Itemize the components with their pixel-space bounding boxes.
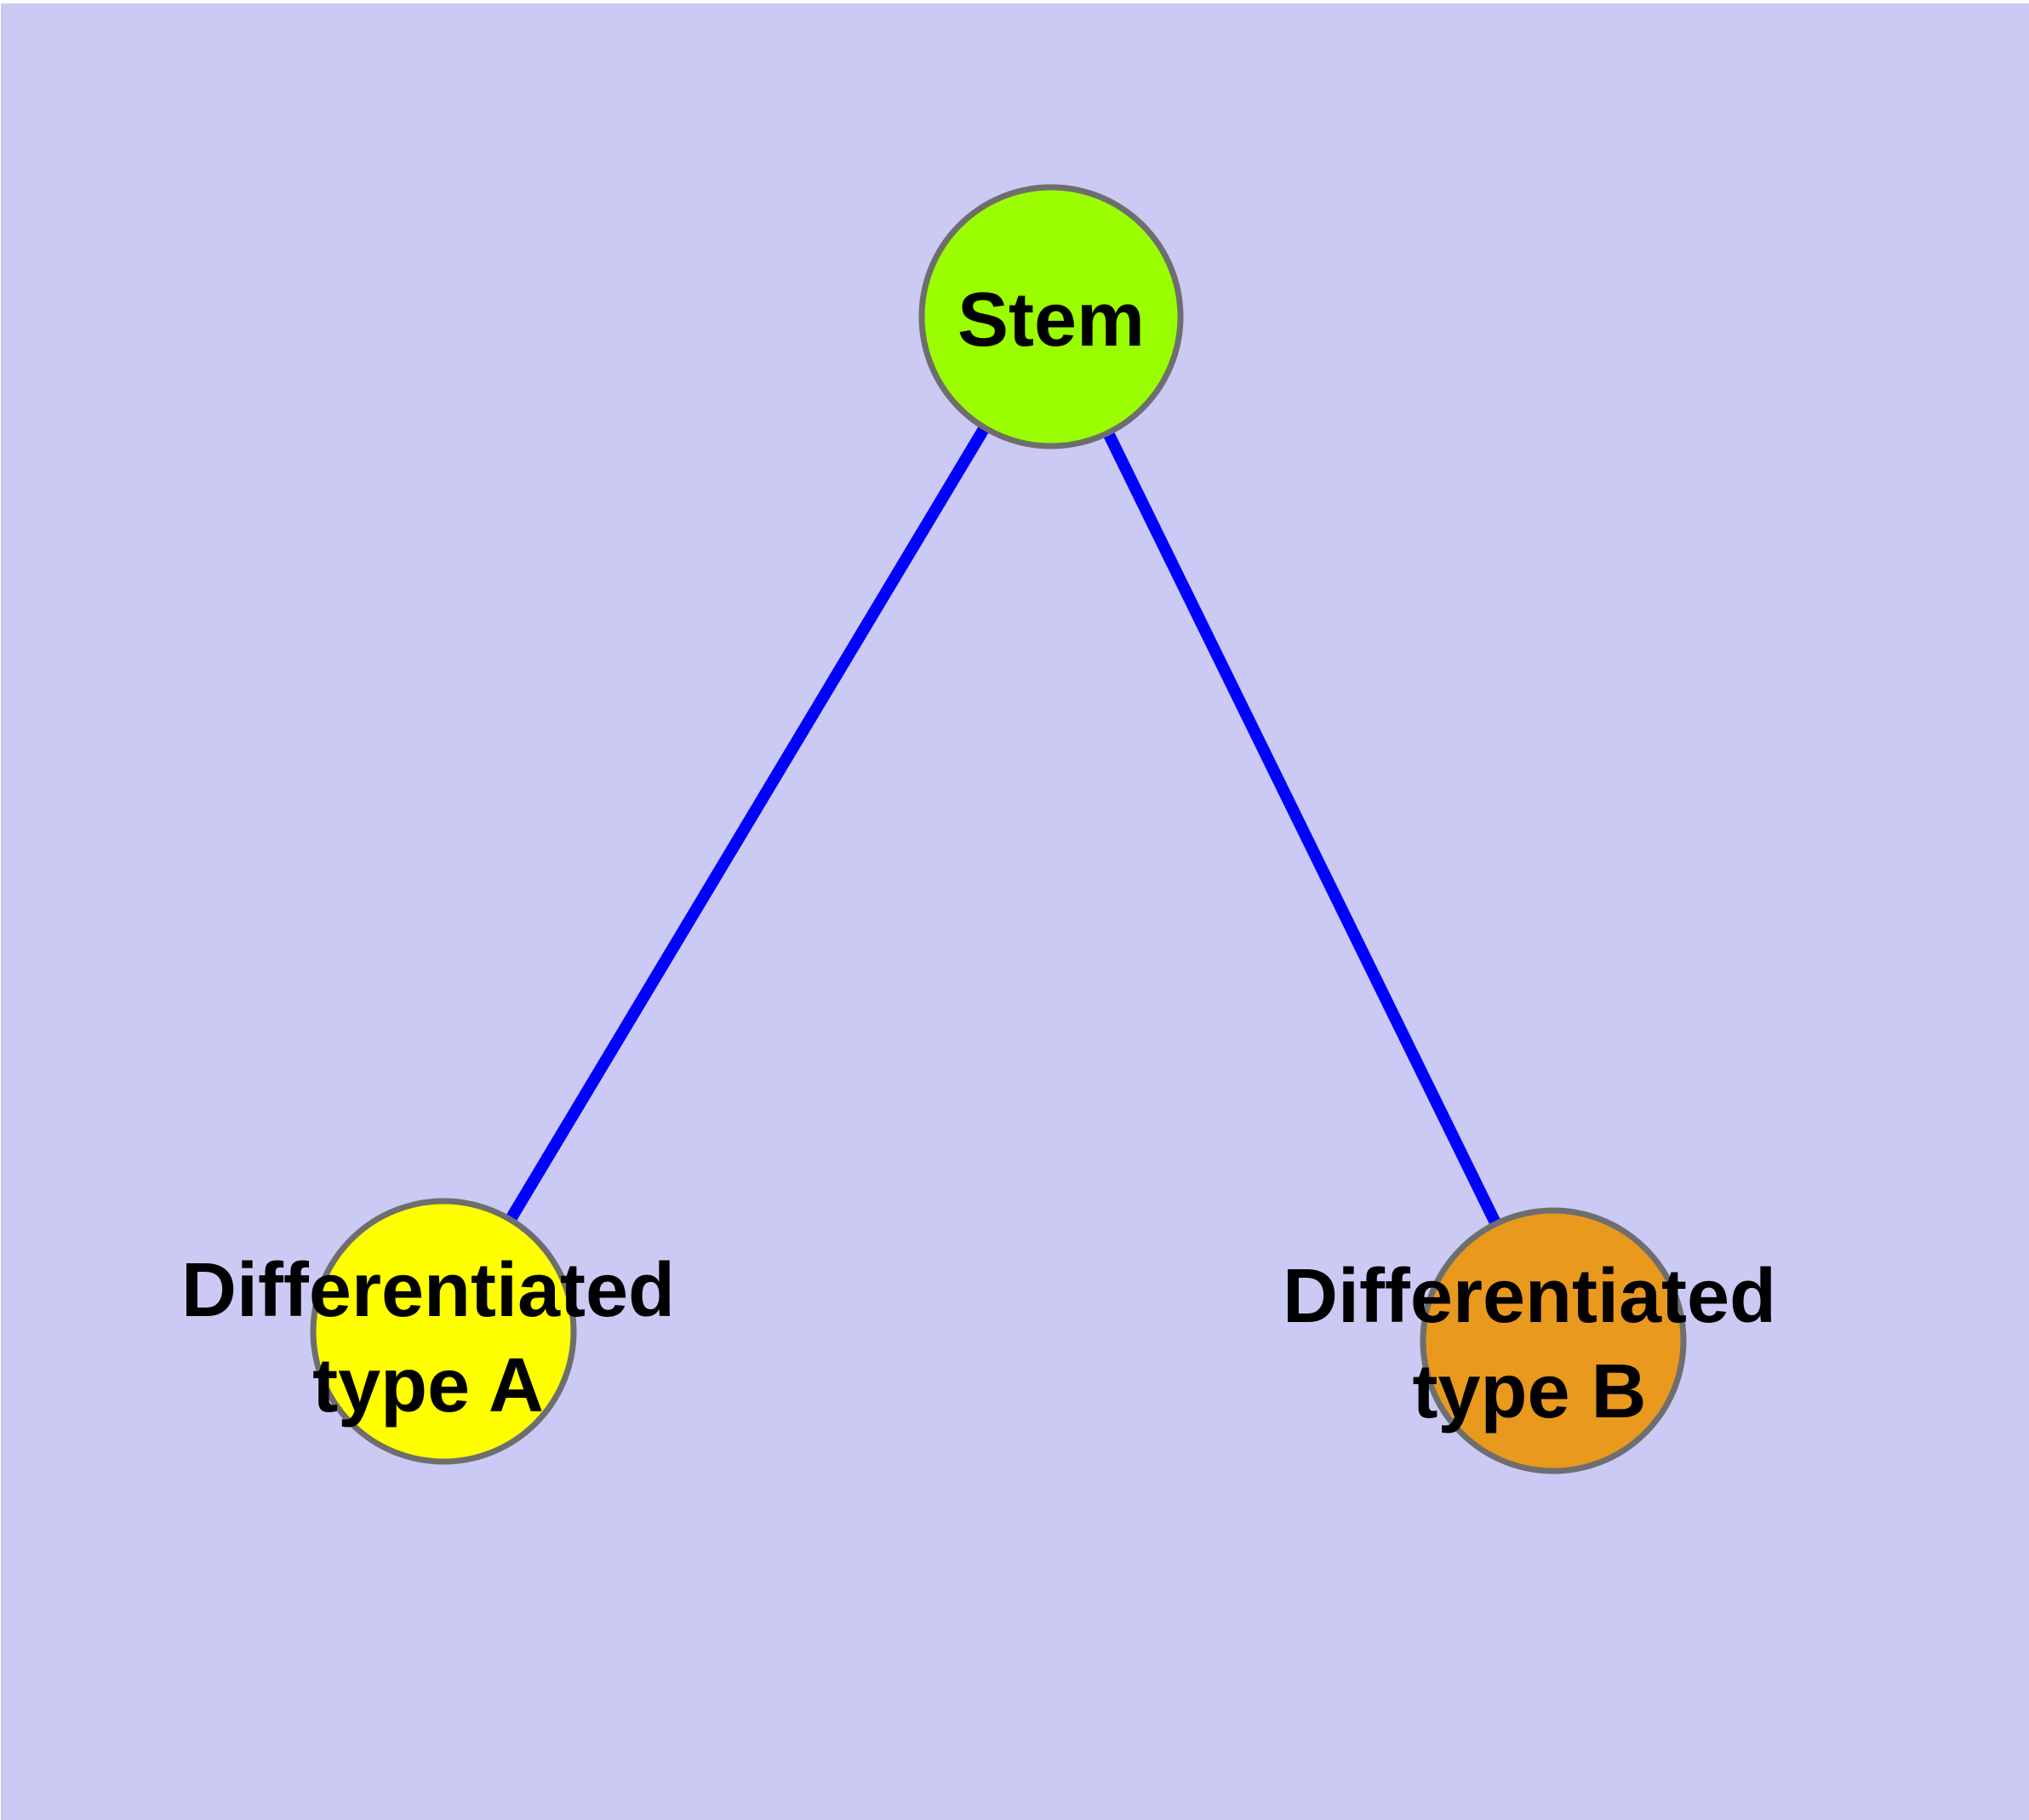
node-stem-label: Stem (957, 278, 1145, 363)
node-type-b-label-line2: type B (1412, 1349, 1646, 1434)
node-stem-circle (918, 184, 1184, 449)
node-type-b-circle (1420, 1207, 1687, 1474)
node-type-a-label-line1: Differentiated (181, 1248, 675, 1333)
node-type-b-label-line1: Differentiated (1283, 1254, 1776, 1339)
edge-stem-to-type-a (437, 313, 1057, 1335)
node-type-a-label-line2: type A (312, 1343, 544, 1428)
edge-stem-to-type-b (1045, 313, 1559, 1344)
node-type-a-circle (310, 1198, 577, 1465)
